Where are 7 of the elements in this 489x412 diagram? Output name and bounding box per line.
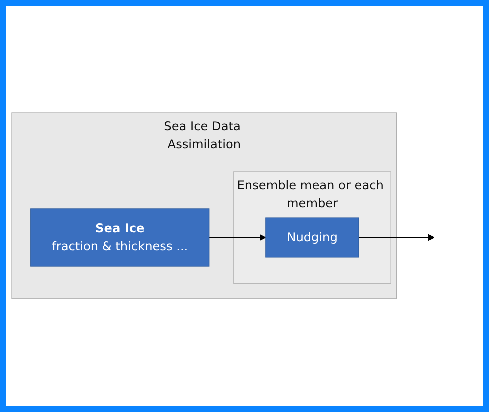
cluster: [12, 112, 398, 300]
node-box: [266, 218, 360, 258]
flowchart-diagram: Sea Ice Data Assimilation Ensemble mean or each member Sea Ice fraction & thickness ... Nudging: [6, 6, 483, 406]
cluster: [234, 172, 392, 284]
node-box: [30, 208, 210, 267]
arrow: [358, 234, 435, 242]
arrow: [208, 234, 266, 242]
